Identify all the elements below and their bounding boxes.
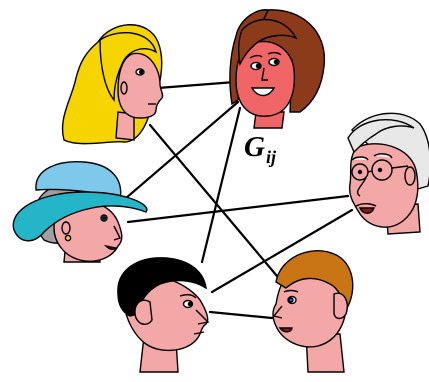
woman-with-blue-hat-head-icon: [12, 161, 148, 263]
label-main: G: [244, 131, 265, 163]
edge-hatwoman-oldman: [126, 194, 350, 224]
edge-redhead-darkman: [200, 106, 242, 264]
edge-darkman-brownman: [208, 310, 274, 320]
label-subscript: ij: [265, 147, 276, 167]
edge-weight-label: Gij: [244, 131, 276, 167]
brunette-woman-head-icon: [229, 9, 326, 129]
edge-oldman-darkman: [210, 208, 354, 294]
edge-redhead-hatwoman: [124, 100, 240, 200]
old-man-with-glasses-head-icon: [347, 112, 429, 235]
edge-blonde-redhead: [156, 80, 237, 90]
blonde-woman-head-icon: [61, 24, 164, 145]
brown-haired-man-head-icon: [272, 250, 354, 373]
edges: [124, 80, 354, 320]
black-haired-man-head-icon: [117, 257, 210, 373]
